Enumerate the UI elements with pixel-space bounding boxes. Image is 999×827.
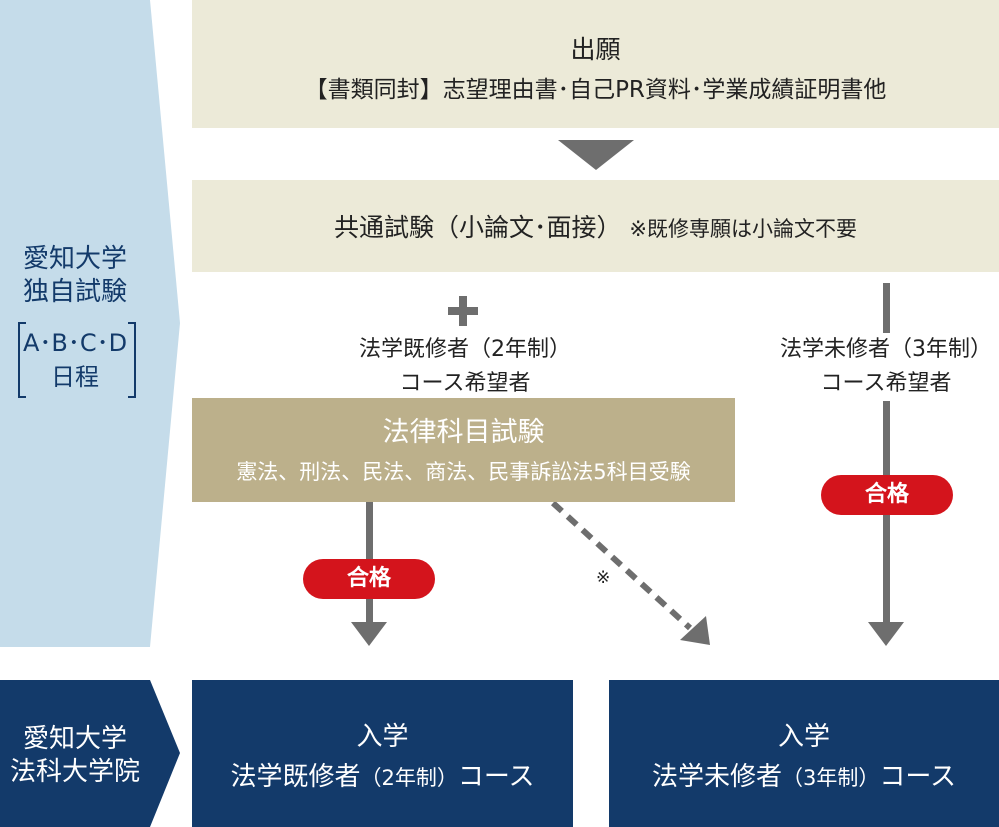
plus-icon-horizontal (448, 307, 478, 315)
schedule-line2: 日程 (51, 363, 99, 391)
advanced-track-label-line2: コース希望者 (399, 371, 531, 396)
exam-sidebar-title: 愛知大学 独自試験 (0, 243, 150, 309)
pass-badge-standard: 合格 (821, 475, 953, 515)
school-sidebar-title: 愛知大学 法科大学院 (0, 723, 150, 789)
standard-track-label: 法学未修者（3年制） コース希望者 (768, 333, 999, 401)
result-advanced-line1: 入学 (356, 722, 409, 752)
dashed-path-note: ※ (596, 568, 611, 588)
flow-arrow-down-icon (558, 140, 634, 170)
application-title: 出願 (570, 35, 621, 64)
result-advanced-box: 入学 法学既修者（2年制）コース (192, 680, 573, 827)
schedule-bracket (18, 322, 136, 398)
advanced-track-label-line1: 法学既修者（2年制） (359, 337, 571, 362)
common-exam-title: 共通試験（小論文･面接） (333, 213, 622, 242)
school-sidebar-title-line1: 愛知大学 (22, 724, 127, 754)
law-exam-box: 法律科目試験 憲法、刑法、民法、商法、民事訴訟法5科目受験 (192, 398, 735, 502)
result-standard-box: 入学 法学未修者（3年制）コース (609, 680, 999, 827)
result-standard-line1: 入学 (777, 722, 830, 752)
exam-sidebar-title-line1: 愛知大学 (22, 244, 127, 274)
advanced-arrow-icon (351, 622, 387, 646)
school-sidebar-band (0, 680, 180, 827)
application-box: 出願 【書類同封】志望理由書･自己PR資料･学業成績証明書他 (192, 0, 999, 128)
law-exam-subjects: 憲法、刑法、民法、商法、民事訴訟法5科目受験 (236, 460, 691, 484)
result-advanced-line2: 法学既修者（2年制）コース (230, 762, 535, 792)
standard-track-label-line1: 法学未修者（3年制） (780, 337, 992, 362)
pass-badge-advanced: 合格 (303, 559, 435, 599)
law-exam-title: 法律科目試験 (382, 417, 545, 448)
school-sidebar-title-line2: 法科大学院 (9, 757, 140, 787)
schedule-line1: A･B･C･D (22, 329, 128, 357)
standard-track-label-line2: コース希望者 (820, 371, 952, 396)
standard-flow-line (883, 283, 890, 625)
exam-sidebar-band (0, 0, 180, 647)
common-exam-note: ※既修専願は小論文不要 (629, 217, 858, 241)
result-standard-line2: 法学未修者（3年制）コース (651, 762, 957, 792)
advanced-track-label: 法学既修者（2年制） コース希望者 (330, 333, 600, 401)
standard-arrow-icon (868, 622, 904, 646)
dashed-flow-line (550, 500, 693, 631)
dashed-arrow-icon (680, 616, 710, 645)
exam-sidebar-title-line2: 独自試験 (22, 277, 127, 307)
application-documents: 【書類同封】志望理由書･自己PR資料･学業成績証明書他 (304, 77, 887, 103)
common-exam-box: 共通試験（小論文･面接） ※既修専願は小論文不要 (192, 180, 999, 272)
